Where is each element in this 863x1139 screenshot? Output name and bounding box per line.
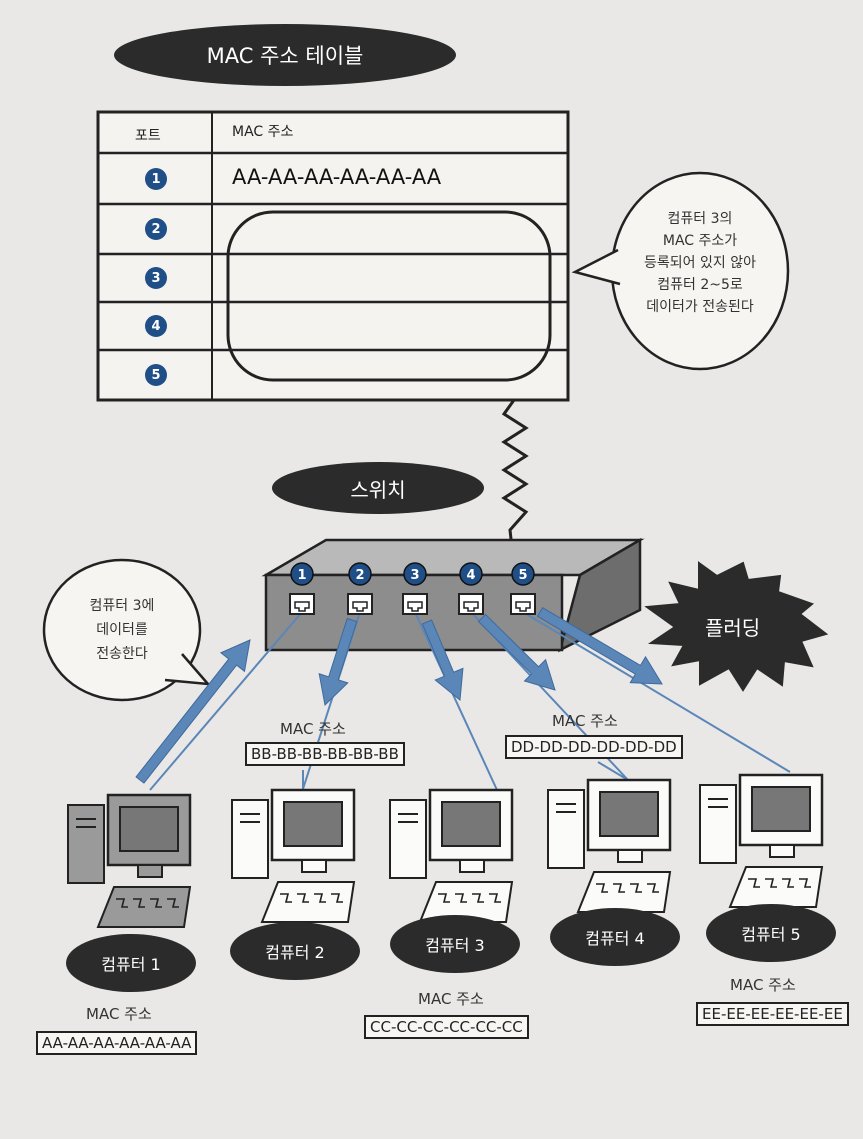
computer-4-name: 컴퓨터 4 <box>585 929 645 948</box>
mac-caption-1: MAC 주소 <box>86 1005 152 1023</box>
flooding-burst <box>644 561 829 692</box>
callout-table-line: 데이터가 전송된다 <box>646 299 754 315</box>
switch-port-number: 1 <box>297 568 306 583</box>
switch-label-pill: 스위치 <box>272 462 484 514</box>
mac-box-2: BB-BB-BB-BB-BB-BB <box>245 742 405 766</box>
cable-line <box>522 611 791 773</box>
switch-port-number: 4 <box>466 568 475 583</box>
switch-port: 4 <box>458 562 484 615</box>
switch-ports: 1 2 3 4 5 <box>289 562 536 615</box>
mac-caption-4: MAC 주소 <box>552 712 618 730</box>
table-port-badge: 3 <box>145 267 167 289</box>
mac-caption-5: MAC 주소 <box>730 976 796 994</box>
table-port-badge: 4 <box>145 315 167 337</box>
callout-bubble-table <box>571 171 790 371</box>
page-title: MAC 주소 테이블 <box>206 44 364 68</box>
table-header-port: 포트 <box>135 128 161 144</box>
callout-table-line: 컴퓨터 2~5로 <box>657 277 743 293</box>
mac-caption-2: MAC 주소 <box>280 720 346 738</box>
mac-box-1: AA-AA-AA-AA-AA-AA <box>36 1031 198 1055</box>
switch-label: 스위치 <box>350 477 406 502</box>
callout-table-line: 등록되어 있지 않아 <box>644 255 756 271</box>
cable-line <box>149 611 303 791</box>
zigzag-cable <box>501 399 529 549</box>
computer-1-name: 컴퓨터 1 <box>101 955 161 974</box>
mac-caption-3: MAC 주소 <box>418 990 484 1008</box>
title-pill: MAC 주소 테이블 <box>114 24 456 86</box>
computer-1-icon <box>67 793 192 928</box>
arrow-flood-port2 <box>318 617 358 707</box>
computers-layer <box>67 773 824 928</box>
flooding-label: 플러딩 <box>705 616 761 640</box>
cable-line <box>597 761 629 781</box>
mac-table-frame <box>96 110 570 402</box>
table-header-mac: MAC 주소 <box>232 124 294 140</box>
switch-port: 5 <box>510 562 536 615</box>
arrow-flood-port3 <box>421 619 464 701</box>
mac-box-5: EE-EE-EE-EE-EE-EE <box>696 1002 849 1026</box>
computer-3-icon <box>389 788 514 923</box>
computer-2-pill: 컴퓨터 2 <box>230 922 360 980</box>
computer-4-pill: 컴퓨터 4 <box>550 908 680 966</box>
computer-2-icon <box>231 788 356 923</box>
mac-box-3: CC-CC-CC-CC-CC-CC <box>364 1015 529 1039</box>
arrow-send-up <box>135 639 251 784</box>
callout-send-line: 컴퓨터 3에 <box>89 598 155 614</box>
table-port-badge: 1 <box>145 168 167 190</box>
callout-table-line: 컴퓨터 3의 <box>667 211 733 227</box>
table-port-badge: 2 <box>145 218 167 240</box>
switch-port: 2 <box>347 562 373 615</box>
computer-5-pill: 컴퓨터 5 <box>706 904 836 962</box>
switch-port: 3 <box>402 562 428 615</box>
callout-table-text: 컴퓨터 3의 MAC 주소가 등록되어 있지 않아 컴퓨터 2~5로 데이터가 … <box>618 208 782 318</box>
table-mac-cell: AA-AA-AA-AA-AA-AA <box>232 165 442 189</box>
arrow-flood-port4 <box>477 613 556 691</box>
computer-3-pill: 컴퓨터 3 <box>390 915 520 973</box>
callout-send-line: 전송한다 <box>96 646 148 662</box>
arrow-flood-port5 <box>536 607 663 685</box>
computer-2-name: 컴퓨터 2 <box>265 943 325 962</box>
callout-bubble-send <box>42 558 211 702</box>
computer-1-pill: 컴퓨터 1 <box>66 934 196 992</box>
cable-line <box>414 611 498 791</box>
computer-5-name: 컴퓨터 5 <box>741 925 801 944</box>
switch-port: 1 <box>289 562 315 615</box>
table-port-badge: 5 <box>145 364 167 386</box>
computer-4-icon <box>547 778 672 913</box>
computer-5-icon <box>699 773 824 908</box>
callout-table-line: MAC 주소가 <box>662 233 738 249</box>
data-arrows <box>135 607 663 784</box>
switch-port-number: 2 <box>355 568 364 583</box>
computer-3-name: 컴퓨터 3 <box>425 936 485 955</box>
callout-send-line: 데이터를 <box>96 622 148 638</box>
switch-port-number: 5 <box>518 568 527 583</box>
mac-box-4: DD-DD-DD-DD-DD-DD <box>505 735 683 759</box>
callout-send-text: 컴퓨터 3에 데이터를 전송한다 <box>62 594 182 666</box>
switch-port-number: 3 <box>410 568 419 583</box>
